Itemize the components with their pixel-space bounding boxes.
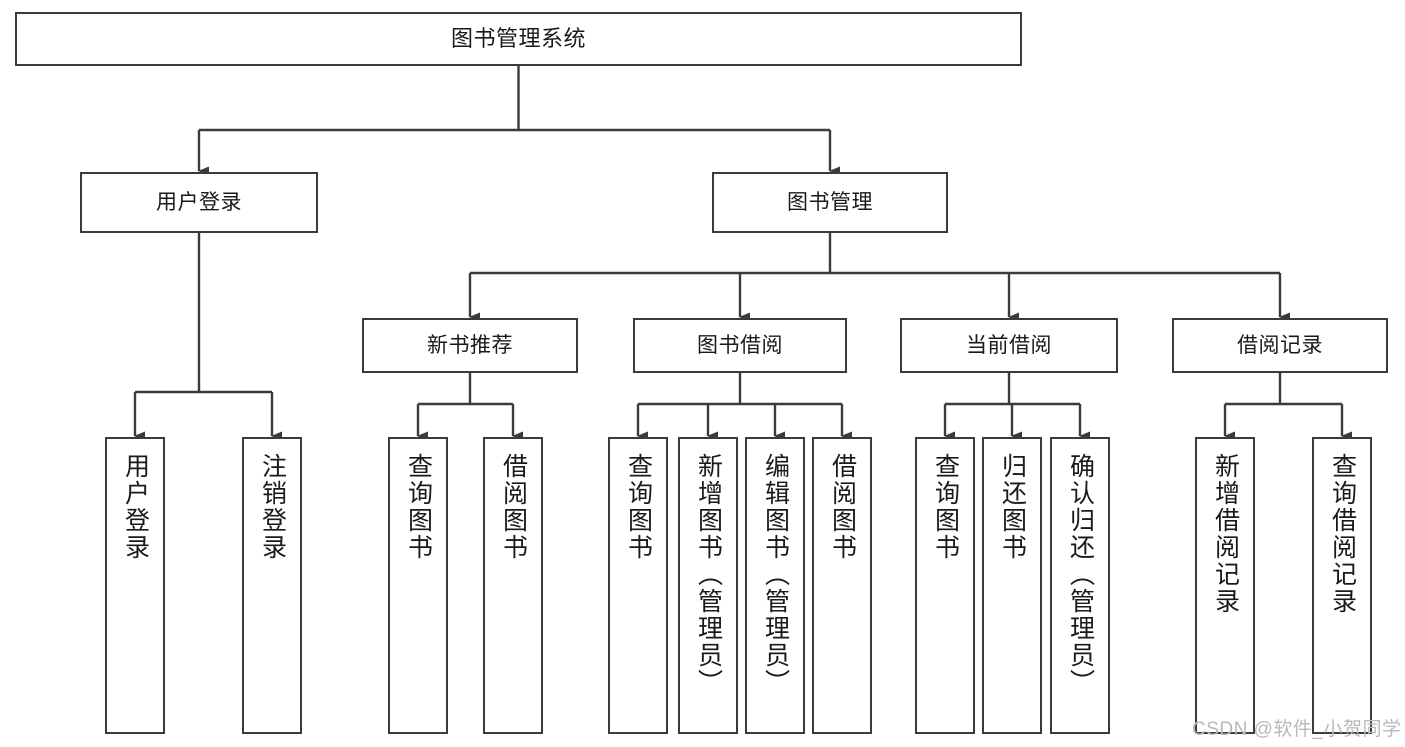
leaf-user-login[interactable]: 用户登录 [105, 437, 165, 734]
leaf-user-login-label: 用户登录 [121, 453, 150, 561]
leaf-query-book-borrow-label: 查询图书 [624, 453, 653, 561]
leaf-borrow-book-rec[interactable]: 借阅图书 [483, 437, 543, 734]
leaf-return-book[interactable]: 归还图书 [982, 437, 1042, 734]
leaf-user-logout[interactable]: 注销登录 [242, 437, 302, 734]
leaf-borrow-book-rec-label: 借阅图书 [499, 453, 528, 561]
node-current-borrow[interactable]: 当前借阅 [900, 318, 1118, 373]
leaf-query-book-rec[interactable]: 查询图书 [388, 437, 448, 734]
leaf-borrow-book[interactable]: 借阅图书 [812, 437, 872, 734]
leaf-user-logout-label: 注销登录 [258, 453, 287, 561]
leaf-add-borrow-record-label: 新增借阅记录 [1211, 453, 1240, 615]
leaf-borrow-book-label: 借阅图书 [828, 453, 857, 561]
leaf-query-book-current[interactable]: 查询图书 [915, 437, 975, 734]
edges [133, 66, 1352, 441]
node-user-login[interactable]: 用户登录 [80, 172, 318, 233]
leaf-query-book-borrow[interactable]: 查询图书 [608, 437, 668, 734]
leaf-add-borrow-record[interactable]: 新增借阅记录 [1195, 437, 1255, 734]
node-book-borrow-label: 图书借阅 [697, 333, 783, 357]
leaf-query-borrow-record[interactable]: 查询借阅记录 [1312, 437, 1372, 734]
leaf-return-book-label: 归还图书 [998, 453, 1027, 561]
leaf-query-borrow-record-label: 查询借阅记录 [1328, 453, 1357, 615]
node-root[interactable]: 图书管理系统 [15, 12, 1022, 66]
node-current-borrow-label: 当前借阅 [966, 333, 1052, 357]
node-borrow-record[interactable]: 借阅记录 [1172, 318, 1388, 373]
leaf-add-book-admin-label: 新增图书（管理员） [694, 453, 723, 696]
node-book-management-label: 图书管理 [787, 190, 873, 214]
leaf-query-book-current-label: 查询图书 [931, 453, 960, 561]
node-new-book-recommend[interactable]: 新书推荐 [362, 318, 578, 373]
leaf-confirm-return-admin[interactable]: 确认归还（管理员） [1050, 437, 1110, 734]
node-root-label: 图书管理系统 [450, 25, 586, 51]
leaf-edit-book-admin[interactable]: 编辑图书（管理员） [745, 437, 805, 734]
leaf-edit-book-admin-label: 编辑图书（管理员） [761, 453, 790, 696]
node-borrow-record-label: 借阅记录 [1237, 333, 1323, 357]
node-user-login-label: 用户登录 [156, 190, 242, 214]
node-new-book-recommend-label: 新书推荐 [427, 333, 513, 357]
node-book-management[interactable]: 图书管理 [712, 172, 948, 233]
node-book-borrow[interactable]: 图书借阅 [633, 318, 847, 373]
leaf-confirm-return-admin-label: 确认归还（管理员） [1066, 453, 1095, 696]
leaf-query-book-rec-label: 查询图书 [404, 453, 433, 561]
watermark: CSDN @软件_小贺同学 [1192, 719, 1402, 740]
leaf-add-book-admin[interactable]: 新增图书（管理员） [678, 437, 738, 734]
